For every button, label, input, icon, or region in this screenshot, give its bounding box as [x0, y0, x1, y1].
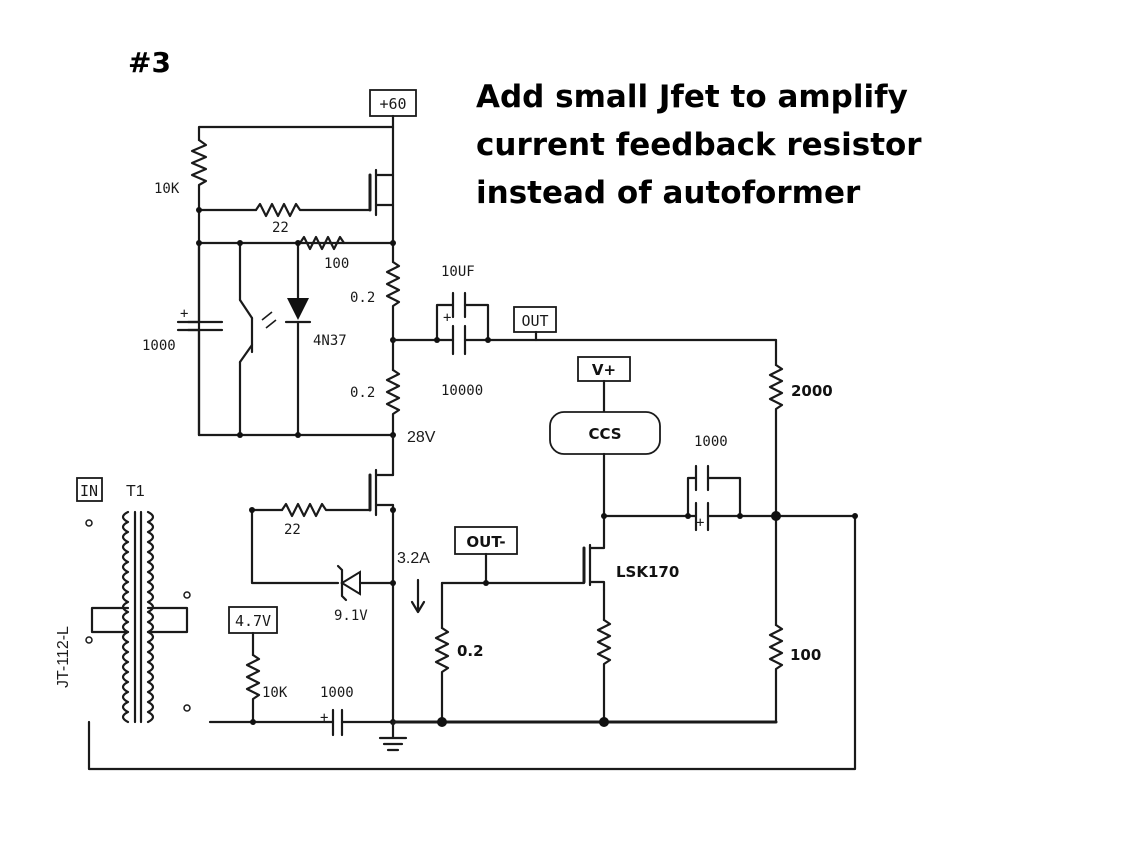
label-0-2-upper: 0.2	[350, 290, 375, 306]
resistor-22-top	[254, 202, 372, 218]
label-0-2-lower: 0.2	[350, 385, 375, 401]
svg-text:+: +	[696, 515, 704, 531]
label-100-right: 100	[790, 646, 821, 664]
label-t1: T1	[126, 483, 145, 500]
label-10k-bottom: 10K	[262, 685, 288, 701]
vplus-label: V+	[592, 361, 616, 379]
label-28v: 28V	[407, 429, 436, 446]
label-jt-112-l: JT-112-L	[55, 626, 72, 688]
capacitor-1000-right: +	[686, 464, 742, 532]
out-box	[513, 306, 557, 333]
label-100-top: 100	[324, 256, 349, 272]
right-section: V+ CCS + 1000 LSK170 OUT- 0.2	[391, 338, 858, 727]
out-label: OUT	[521, 312, 548, 330]
resistor-0-2-sense	[434, 626, 450, 724]
jfet-lsk170	[582, 543, 606, 592]
label-0-2-sense: 0.2	[457, 642, 484, 660]
label-4n37: 4N37	[313, 333, 347, 349]
in-label: IN	[80, 482, 98, 500]
resistor-0-2-lower	[385, 368, 401, 437]
mosfet-lower	[368, 468, 395, 517]
resistor-10k-bottom	[245, 653, 261, 724]
label-1000-left: 1000	[142, 338, 176, 354]
svg-text:+: +	[320, 710, 328, 726]
label-10k-top: 10K	[154, 181, 180, 197]
label-1000-right: 1000	[694, 434, 728, 450]
note-line-1: Add small Jfet to amplify	[476, 79, 908, 115]
zener-diode	[336, 564, 361, 602]
page-number: #3	[128, 46, 171, 79]
ground-symbol	[378, 720, 408, 752]
transformer-t1: IN T1 JT-112-L	[55, 477, 191, 724]
resistor-100-top	[298, 235, 346, 251]
resistor-jfet-source	[596, 618, 612, 724]
lower-section: 22 9.1V 3.2A 4.7V 10K + 1000	[208, 433, 430, 752]
resistor-0-2-upper	[385, 260, 401, 342]
optocoupler-4n37	[238, 241, 312, 437]
label-9-1v: 9.1V	[334, 608, 368, 624]
note-line-3: instead of autoformer	[476, 175, 861, 211]
ccs-label: CCS	[588, 425, 621, 443]
mosfet-upper	[368, 168, 395, 217]
label-22-bottom: 22	[284, 522, 301, 538]
out-minus-label: OUT-	[466, 533, 505, 551]
label-10uf: 10UF	[441, 264, 475, 280]
supply-label: +60	[379, 95, 406, 113]
label-3-2a: 3.2A	[397, 550, 430, 567]
upper-section: +60 10K 22 100 0.2 0.2 28V	[142, 89, 436, 446]
resistor-2000	[768, 363, 784, 518]
bias-label: 4.7V	[235, 612, 271, 630]
label-22-top: 22	[272, 220, 289, 236]
label-10000: 10000	[441, 383, 483, 399]
resistor-22-bottom	[280, 502, 372, 518]
note-line-2: current feedback resistor	[476, 127, 922, 163]
svg-text:+: +	[180, 306, 188, 322]
in-box	[76, 477, 103, 502]
resistor-100-right	[768, 623, 784, 724]
output-capacitors: + 10UF 10000 OUT	[391, 264, 778, 399]
resistor-10k-top	[190, 138, 208, 212]
out-minus-box	[454, 526, 518, 555]
label-1000-bottom: 1000	[320, 685, 354, 701]
label-2000: 2000	[791, 382, 833, 400]
svg-text:+: +	[443, 310, 451, 326]
label-lsk170: LSK170	[616, 563, 679, 581]
